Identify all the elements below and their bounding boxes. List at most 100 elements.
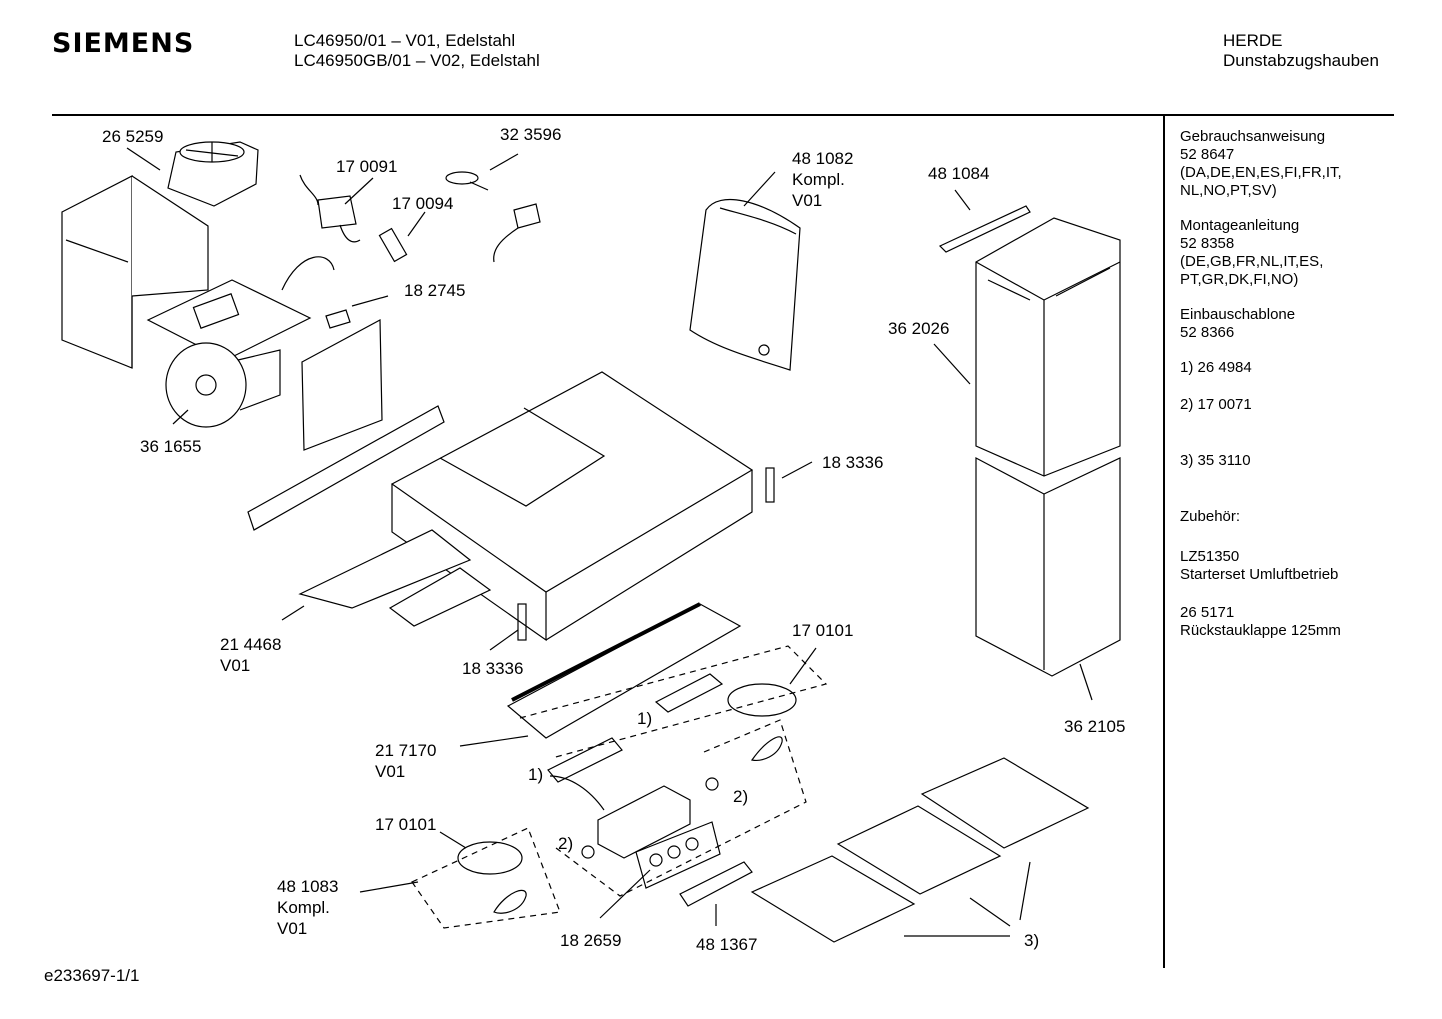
sidebar-divider	[1163, 116, 1165, 968]
document-code: e233697-1/1	[44, 966, 140, 985]
switch-panel-part	[679, 861, 753, 907]
label-217170: 21 7170 V01	[375, 740, 436, 782]
note-line: 52 8366	[1180, 324, 1235, 341]
note-line: 1) 26 4984	[1180, 359, 1252, 376]
note-line: Zubehör:	[1180, 508, 1241, 525]
label-182745: 18 2745	[404, 281, 466, 300]
model-info: LC46950/01 – V01, Edelstahl LC46950GB/01…	[294, 31, 540, 71]
label-note1-lower: 1)	[528, 765, 544, 784]
model-line-1: LC46950/01 – V01, Edelstahl	[294, 31, 516, 50]
label-183336-upper: 18 3336	[822, 453, 884, 472]
label-481084: 48 1084	[928, 164, 990, 183]
label-481082: 48 1082 Kompl. V01	[792, 148, 853, 211]
bulb-lower	[493, 889, 527, 914]
label-362105: 36 2105	[1064, 717, 1126, 736]
note-line: NL,NO,PT,SV)	[1180, 182, 1277, 199]
label-481083-line1: 48 1083	[277, 877, 339, 896]
motor-adapter-part	[167, 141, 259, 207]
header-rule	[52, 114, 1394, 116]
note-block-backflow: 26 5171 Rückstauklappe 125mm	[1180, 604, 1342, 640]
switch-part	[299, 174, 361, 243]
model-line-2: LC46950GB/01 – V02, Edelstahl	[294, 51, 540, 70]
category-line-1: HERDE	[1223, 31, 1283, 50]
category-line-2: Dunstabzugshauben	[1223, 51, 1379, 70]
note-line: (DA,DE,EN,ES,FI,FR,IT,	[1180, 164, 1342, 181]
chimney-upper-part	[975, 217, 1121, 477]
lamp-glass-1-upper	[654, 673, 724, 713]
note-line: Einbauschablone	[1180, 306, 1296, 323]
filter-panel-2	[836, 805, 1002, 895]
lamp-glass-1-lower	[547, 737, 623, 783]
blower-part	[146, 256, 335, 428]
clip-183336-lower	[517, 603, 527, 641]
lamp-socket-lower	[581, 845, 595, 859]
chimney-lower-part	[975, 457, 1121, 677]
group-outlines	[411, 645, 828, 929]
label-361655: 36 1655	[140, 437, 202, 456]
leader-lines	[126, 147, 1093, 937]
note-block-1: 1) 26 4984	[1180, 359, 1342, 377]
label-481367: 48 1367	[696, 935, 758, 954]
label-170101-lower: 17 0101	[375, 815, 437, 834]
control-tray-part	[506, 602, 742, 739]
lamp-cover-lower	[457, 841, 523, 875]
note-line: LZ51350	[1180, 548, 1240, 565]
cable-tie-part	[445, 171, 489, 191]
label-217170-line2: V01	[375, 762, 406, 781]
note-block-accessories: Zubehör:	[1180, 508, 1342, 526]
electronic-module-part	[549, 775, 721, 889]
label-214468-line1: 21 4468	[220, 635, 282, 654]
note-block-template: Einbauschablone 52 8366	[1180, 306, 1342, 342]
label-481083-line2: Kompl.	[277, 898, 330, 917]
hardware-bag-part	[689, 198, 801, 371]
note-block-manual: Gebrauchsanweisung 52 8647 (DA,DE,EN,ES,…	[1180, 128, 1342, 200]
lamp-socket-upper	[705, 777, 719, 791]
cover-plate-part	[298, 529, 472, 609]
side-panel-part	[61, 175, 209, 369]
note-block-3: 3) 35 3110	[1180, 452, 1342, 470]
label-note2-upper: 2)	[733, 787, 749, 806]
mounting-rail-part	[247, 405, 445, 531]
label-170094: 17 0094	[392, 194, 454, 213]
label-note1-upper: 1)	[637, 709, 653, 728]
wall-bracket-part	[938, 205, 1031, 253]
note-line: Starterset Umluftbetrieb	[1180, 566, 1339, 583]
label-170101-upper: 17 0101	[792, 621, 854, 640]
note-line: PT,GR,DK,FI,NO)	[1180, 271, 1299, 288]
note-line: 52 8647	[1180, 146, 1235, 163]
label-214468: 21 4468 V01	[220, 634, 281, 676]
note-line: Gebrauchsanweisung	[1180, 128, 1326, 145]
label-183336-lower: 18 3336	[462, 659, 524, 678]
label-481083: 48 1083 Kompl. V01	[277, 876, 338, 939]
label-217170-line1: 21 7170	[375, 741, 437, 760]
brand-logo: SIEMENS	[52, 28, 195, 59]
grease-filter-small	[378, 227, 408, 263]
label-362026: 36 2026	[888, 319, 950, 338]
hood-body-part	[390, 371, 754, 642]
label-481082-line3: V01	[792, 191, 823, 210]
filter-frame-part	[388, 567, 492, 627]
clip-part	[325, 309, 351, 329]
filter-panel-3	[920, 757, 1090, 849]
note-line: 52 8358	[1180, 235, 1235, 252]
sidebar-notes: Gebrauchsanweisung 52 8647 (DA,DE,EN,ES,…	[1180, 128, 1342, 657]
label-481082-line2: Kompl.	[792, 170, 845, 189]
rear-panel-part	[301, 319, 383, 451]
label-481083-line3: V01	[277, 919, 308, 938]
label-214468-line2: V01	[220, 656, 251, 675]
note-line: 26 5171	[1180, 604, 1235, 621]
note-line: Rückstauklappe 125mm	[1180, 622, 1341, 639]
note-line: (DE,GB,FR,NL,IT,ES,	[1180, 253, 1324, 270]
label-note3: 3)	[1024, 931, 1040, 950]
label-323596: 32 3596	[500, 125, 562, 144]
note-block-2: 2) 17 0071	[1180, 396, 1342, 414]
label-265259: 26 5259	[102, 127, 164, 146]
note-line: 2) 17 0071	[1180, 396, 1252, 413]
label-note2-lower: 2)	[558, 834, 574, 853]
filter-panel-1	[750, 855, 916, 943]
category-info: HERDE Dunstabzugshauben	[1223, 31, 1379, 71]
lamp-cover-upper	[727, 683, 797, 717]
note-line: 3) 35 3110	[1180, 452, 1251, 469]
note-block-installation: Montageanleitung 52 8358 (DE,GB,FR,NL,IT…	[1180, 217, 1342, 289]
